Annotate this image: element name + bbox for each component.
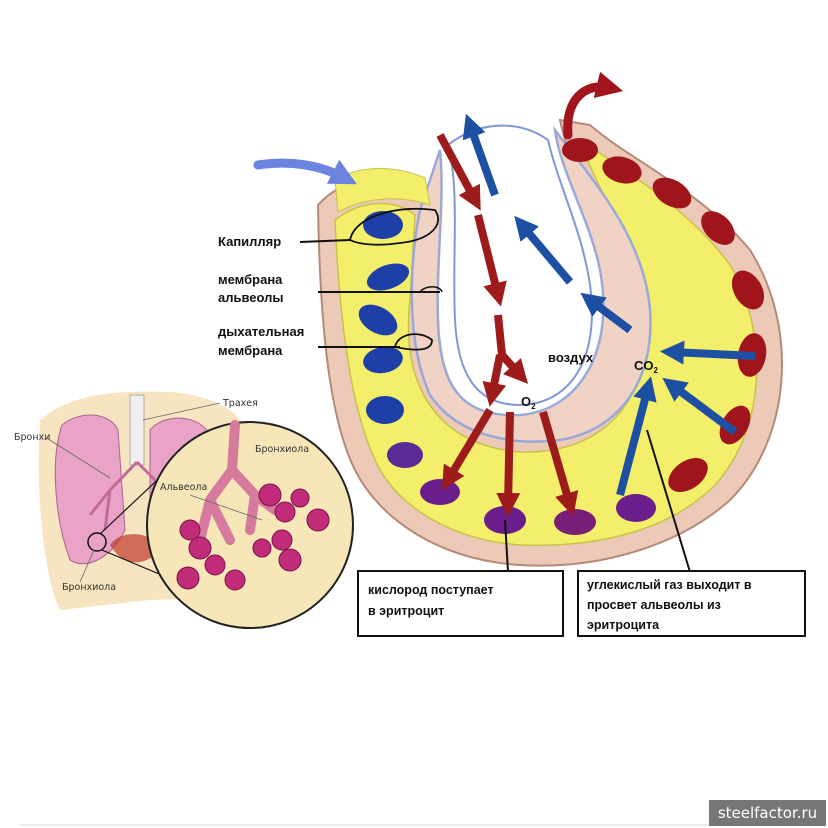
alveolar-sac bbox=[278, 548, 302, 572]
lungs-inset: Трахея Бронхи Бронхиола Бронхиола Альвео… bbox=[14, 391, 354, 629]
alveolar-sac bbox=[274, 501, 296, 523]
deoxygenated-red-blood-cell bbox=[363, 346, 403, 374]
blood-flow-arrows bbox=[253, 71, 624, 185]
respiratory-membrane-label: дыхательная bbox=[218, 324, 304, 339]
oxygen-callout-line2: в эритроцит bbox=[368, 604, 444, 618]
o2-arrow bbox=[474, 214, 507, 307]
co2-callout-pointer bbox=[646, 429, 691, 573]
capillary-leader-line bbox=[299, 239, 351, 243]
oxygenated-red-blood-cell bbox=[701, 211, 735, 245]
transitioning-red-blood-cell bbox=[420, 479, 460, 505]
deoxygenated-red-blood-cell bbox=[366, 396, 404, 424]
trachea bbox=[129, 394, 145, 466]
alveolar-sac bbox=[271, 529, 293, 551]
capillary-leader-ring bbox=[348, 207, 439, 246]
alveolar-sac bbox=[204, 554, 226, 576]
oxygen-callout-box bbox=[357, 570, 564, 637]
blood-outflow-arrow bbox=[563, 71, 624, 140]
o2-label: O2 bbox=[521, 394, 536, 411]
oxygenated-red-blood-cell bbox=[731, 270, 765, 310]
o2-arrow bbox=[496, 411, 521, 517]
left-capillary-entry bbox=[334, 168, 431, 213]
alveolar-membrane-leader-ring bbox=[419, 286, 443, 293]
oxygenated-red-blood-cell bbox=[668, 457, 708, 493]
oxygen-callout-pointer bbox=[504, 519, 509, 573]
co2-arrows bbox=[462, 113, 756, 497]
transitioning-red-blood-cell bbox=[616, 494, 656, 522]
bronchi-branches bbox=[88, 460, 187, 531]
co2-callout-line1: углекислый газ выходит в bbox=[587, 578, 752, 592]
co2-callout-line2: просвет альвеолы из bbox=[587, 598, 721, 612]
oxygen-callout: кислород поступает в эритроцит bbox=[357, 519, 564, 637]
air-label: воздух bbox=[548, 350, 594, 365]
alveolar-sac bbox=[179, 519, 201, 541]
o2-arrow bbox=[482, 354, 507, 407]
oxygen-arrows bbox=[436, 133, 579, 517]
co2-callout-box bbox=[577, 570, 806, 637]
alveola-label: Альвеола bbox=[160, 482, 207, 493]
alveolar-membrane bbox=[410, 125, 652, 443]
bronchiole-leader bbox=[79, 549, 95, 583]
deoxygenated-red-blood-cell bbox=[358, 304, 398, 336]
bronchiole-tree bbox=[195, 420, 280, 545]
bronchi-leader bbox=[44, 436, 111, 479]
alveolar-sac bbox=[176, 566, 200, 590]
co2-arrow bbox=[462, 113, 499, 197]
oxygenated-red-blood-cell bbox=[602, 156, 642, 184]
blood-inflow-arrow bbox=[253, 158, 357, 185]
watermark: steelfactor.ru bbox=[709, 800, 826, 826]
deoxygenated-red-blood-cell bbox=[363, 211, 403, 239]
o2-arrow bbox=[436, 133, 481, 211]
alveolar-sac bbox=[188, 536, 212, 560]
transitioning-red-blood-cell bbox=[387, 442, 423, 468]
oxygen-callout-line1: кислород поступает bbox=[368, 583, 494, 597]
co2-arrow bbox=[616, 376, 657, 497]
co2-arrow bbox=[580, 292, 633, 334]
alveolar-membrane-label-line2: альвеолы bbox=[218, 290, 284, 305]
o2-arrow bbox=[539, 410, 579, 517]
alveolus-air-space bbox=[446, 124, 593, 407]
co2-arrow bbox=[514, 215, 574, 285]
deoxygenated-red-blood-cell bbox=[366, 263, 410, 291]
co2-callout: углекислый газ выходит в просвет альвеол… bbox=[577, 429, 806, 637]
co2-label: CO2 bbox=[634, 358, 659, 375]
respiratory-membrane-leader-ring bbox=[393, 333, 433, 351]
alveolar-membrane-label: мембрана bbox=[218, 272, 283, 287]
oxygenated-red-blood-cell bbox=[719, 405, 751, 445]
alveola-leader bbox=[189, 494, 263, 521]
alveolar-sac bbox=[258, 483, 282, 507]
alveolar-sac bbox=[306, 508, 330, 532]
alveolar-sac bbox=[290, 488, 310, 508]
capillary-label: Капилляр bbox=[218, 234, 281, 249]
bronchiole-zoom-label: Бронхиола bbox=[255, 444, 309, 455]
transitioning-red-blood-cell bbox=[554, 509, 596, 535]
bronchiole-label: Бронхиола bbox=[62, 582, 116, 593]
respiratory-membrane-label-line2: мембрана bbox=[218, 343, 283, 358]
bronchi-label: Бронхи bbox=[14, 432, 50, 443]
oxygenated-red-blood-cell bbox=[562, 138, 598, 162]
zoom-source-circle bbox=[87, 532, 107, 552]
o2-arrow bbox=[441, 407, 494, 491]
alveolar-sac bbox=[252, 538, 272, 558]
co2-arrow bbox=[660, 340, 756, 365]
alveolus-diagram bbox=[316, 118, 783, 567]
alveolar-sac bbox=[224, 569, 246, 591]
co2-callout-line3: эритроцита bbox=[587, 618, 660, 632]
trachea-label: Трахея bbox=[222, 398, 258, 409]
oxygenated-red-blood-cell bbox=[652, 177, 692, 209]
main-labels: Капилляр мембрана альвеолы дыхательная м… bbox=[218, 207, 659, 411]
trachea-leader bbox=[142, 402, 221, 421]
o2-arrow bbox=[494, 314, 529, 384]
co2-arrow bbox=[662, 377, 738, 436]
